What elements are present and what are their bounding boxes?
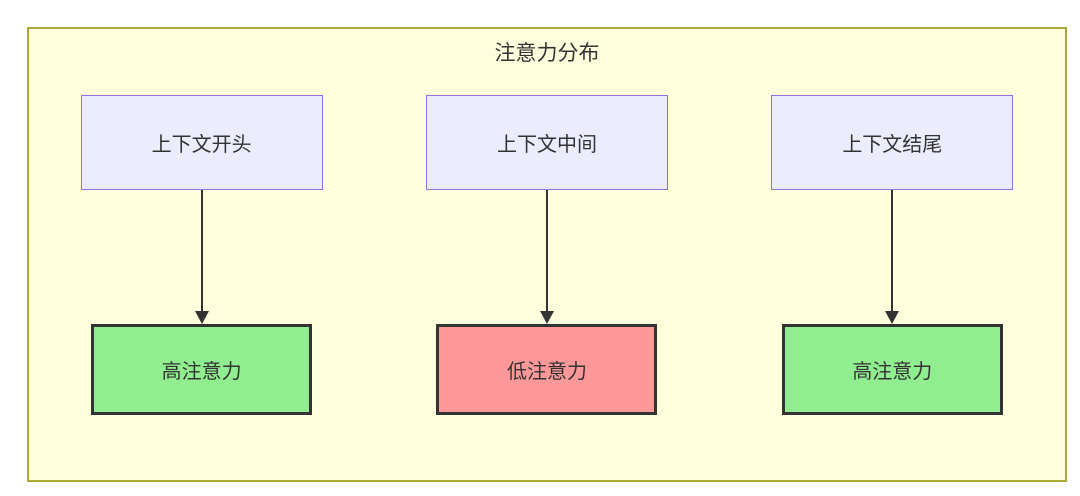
arrow-head-icon [194,311,209,324]
arrow-line [200,190,203,312]
arrow-down [194,190,209,324]
node-high-attention-2-label: 高注意力 [852,361,933,383]
column-context-middle: 上下文中间 低注意力 [374,95,719,415]
node-context-start-label: 上下文开头 [151,134,252,156]
arrow-down [885,190,900,324]
arrow-head-icon [885,311,900,324]
node-context-start: 上下文开头 [80,95,323,190]
node-low-attention: 低注意力 [436,324,658,415]
node-context-middle: 上下文中间 [425,95,668,190]
node-high-attention-1: 高注意力 [91,324,313,415]
arrow-line [891,190,894,312]
node-context-middle-label: 上下文中间 [496,134,597,156]
arrow-head-icon [539,311,554,324]
node-low-attention-label: 低注意力 [506,361,587,383]
arrow-down [539,190,554,324]
node-high-attention-1-label: 高注意力 [161,361,242,383]
diagram-columns: 上下文开头 高注意力 上下文中间 低注意力 [29,95,1065,415]
arrow-line [545,190,548,312]
diagram-title: 注意力分布 [494,42,600,65]
node-context-end-label: 上下文结尾 [842,134,943,156]
column-context-start: 上下文开头 高注意力 [29,95,374,415]
attention-distribution-subgraph: 注意力分布 上下文开头 高注意力 上下文中间 [27,27,1067,482]
column-context-end: 上下文结尾 高注意力 [720,95,1065,415]
node-high-attention-2: 高注意力 [781,324,1003,415]
node-context-end: 上下文结尾 [771,95,1014,190]
